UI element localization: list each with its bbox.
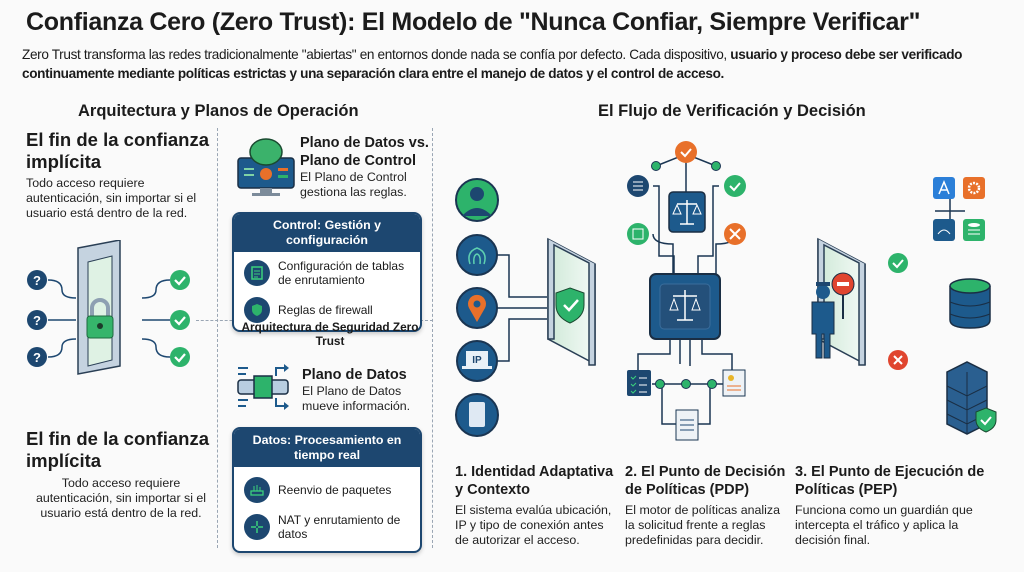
architecture-center-label: Arquitectura de Seguridad Zero Trust: [241, 320, 419, 348]
clipboard-icon: [244, 260, 270, 286]
control-plane-title: Plano de Datos vs. Plano de Control: [300, 135, 429, 169]
svg-text:?: ?: [33, 313, 41, 328]
server-shield-icon: [946, 361, 997, 435]
document-icon: [675, 409, 699, 441]
question-icon: ?: [27, 270, 47, 290]
step-title: 2. El Punto de Decisión de Políticas (PD…: [625, 464, 786, 498]
shield-icon: [244, 297, 270, 323]
policy-chip-icon: [649, 273, 721, 340]
app-store-icon: [933, 177, 955, 199]
question-icon: ?: [27, 347, 47, 367]
ip-label: IP: [472, 355, 482, 366]
step-desc: El sistema evalúa ubicación, IP y tipo d…: [455, 503, 612, 547]
brain-monitor-icon: [237, 138, 295, 196]
fingerprint-icon: [456, 234, 498, 276]
implicit-trust-top: El fin de la confianza implícita Todo ac…: [26, 129, 216, 221]
laptop-ip-icon: IP: [456, 340, 498, 382]
location-pin-icon: [456, 287, 498, 329]
right-section-heading: El Flujo de Verificación y Decisión: [598, 102, 866, 120]
question-icon: ?: [27, 310, 47, 330]
implicit-trust-title: El fin de la confianza implícita: [26, 428, 209, 471]
step-title: 3. El Punto de Ejecución de Políticas (P…: [795, 464, 985, 498]
router-icon: [244, 477, 270, 503]
control-box: Control: Gestión y configuración Configu…: [232, 212, 422, 332]
check-icon: [170, 310, 190, 330]
check-icon: [170, 270, 190, 290]
user-icon: [455, 178, 499, 222]
step-pep: 3. El Punto de Ejecución de Políticas (P…: [795, 463, 1000, 548]
divider: [217, 128, 218, 548]
step-desc: Funciona como un guardián que intercepta…: [795, 503, 973, 547]
database-icon: [949, 278, 991, 329]
x-circle-icon: [724, 223, 746, 245]
verification-flow-diagram: IP: [455, 141, 997, 441]
list-icon: [627, 175, 649, 197]
check-circle-icon: [724, 175, 746, 197]
page-title: Confianza Cero (Zero Trust): El Modelo d…: [26, 8, 921, 36]
control-item: Configuración de tablas de enrutamiento: [234, 252, 420, 292]
data-plane-desc: El Plano de Datos mueve información.: [302, 384, 411, 413]
shield-check-icon: [555, 287, 585, 324]
subtitle-bold-text: usuario y proceso debe ser verificado co…: [22, 47, 963, 81]
network-icon: [933, 219, 955, 241]
control-item-label: Reglas de firewall: [278, 303, 373, 317]
stop-sign-icon: [831, 272, 855, 319]
control-plane-intro: Plano de Datos vs. Plano de Control El P…: [300, 134, 430, 200]
implicit-trust-bottom: El fin de la confianza implícita Todo ac…: [26, 428, 216, 521]
checklist-icon: [627, 370, 651, 396]
locked-gate-illustration: ? ? ?: [27, 240, 190, 375]
x-circle-icon: [888, 350, 908, 370]
subtitle-text: Zero Trust transforma las redes tradicio…: [22, 47, 731, 62]
data-plane-intro: Plano de Datos El Plano de Datos mueve i…: [302, 366, 427, 414]
control-plane-desc: El Plano de Control gestiona las reglas.: [300, 170, 407, 199]
step-identity: 1. Identidad Adaptativa y Contexto El si…: [455, 463, 620, 548]
approved-doc-icon: [627, 223, 649, 245]
check-icon: [170, 347, 190, 367]
svg-text:?: ?: [33, 273, 41, 288]
divider: [196, 320, 242, 321]
svg-text:?: ?: [33, 350, 41, 365]
divider: [432, 128, 433, 548]
check-circle-icon: [888, 253, 908, 273]
guard-icon: [811, 282, 835, 359]
control-item-label: Configuración de tablas de enrutamiento: [278, 259, 405, 287]
step-title: 1. Identidad Adaptativa y Contexto: [455, 464, 614, 498]
implicit-trust-title: El fin de la confianza implícita: [26, 129, 209, 172]
left-section-heading: Arquitectura y Planos de Operación: [78, 102, 359, 120]
converge-arrows-icon: [244, 514, 270, 540]
check-circle-orange-icon: [675, 141, 697, 163]
tablet-icon: [455, 393, 499, 437]
database-small-icon: [963, 219, 985, 241]
control-box-header: Control: Gestión y configuración: [234, 214, 420, 252]
implicit-trust-desc: Todo acceso requiere autenticación, sin …: [35, 476, 207, 520]
control-item: Reglas de firewall: [234, 292, 420, 330]
data-item: NAT y enrutamiento de datos: [234, 508, 420, 551]
settings-gear-icon: [963, 177, 985, 199]
data-box: Datos: Procesamiento en tiempo real Reen…: [232, 427, 422, 553]
data-item-label: Reenvio de paquetes: [278, 483, 392, 497]
data-item: Reenvio de paquetes: [234, 467, 420, 508]
step-desc: El motor de políticas analiza la solicit…: [625, 503, 780, 547]
step-pdp: 2. El Punto de Decisión de Políticas (PD…: [625, 463, 790, 548]
data-box-header: Datos: Procesamiento en tiempo real: [234, 429, 420, 467]
data-pipe-icon: [237, 364, 289, 410]
implicit-trust-desc: Todo acceso requiere autenticación, sin …: [26, 176, 197, 220]
data-item-label: NAT y enrutamiento de datos: [278, 513, 401, 541]
config-doc-icon: [722, 369, 746, 397]
scales-icon: [668, 191, 706, 233]
page-subtitle: Zero Trust transforma las redes tradicio…: [22, 45, 1016, 83]
data-plane-title: Plano de Datos: [302, 367, 407, 383]
